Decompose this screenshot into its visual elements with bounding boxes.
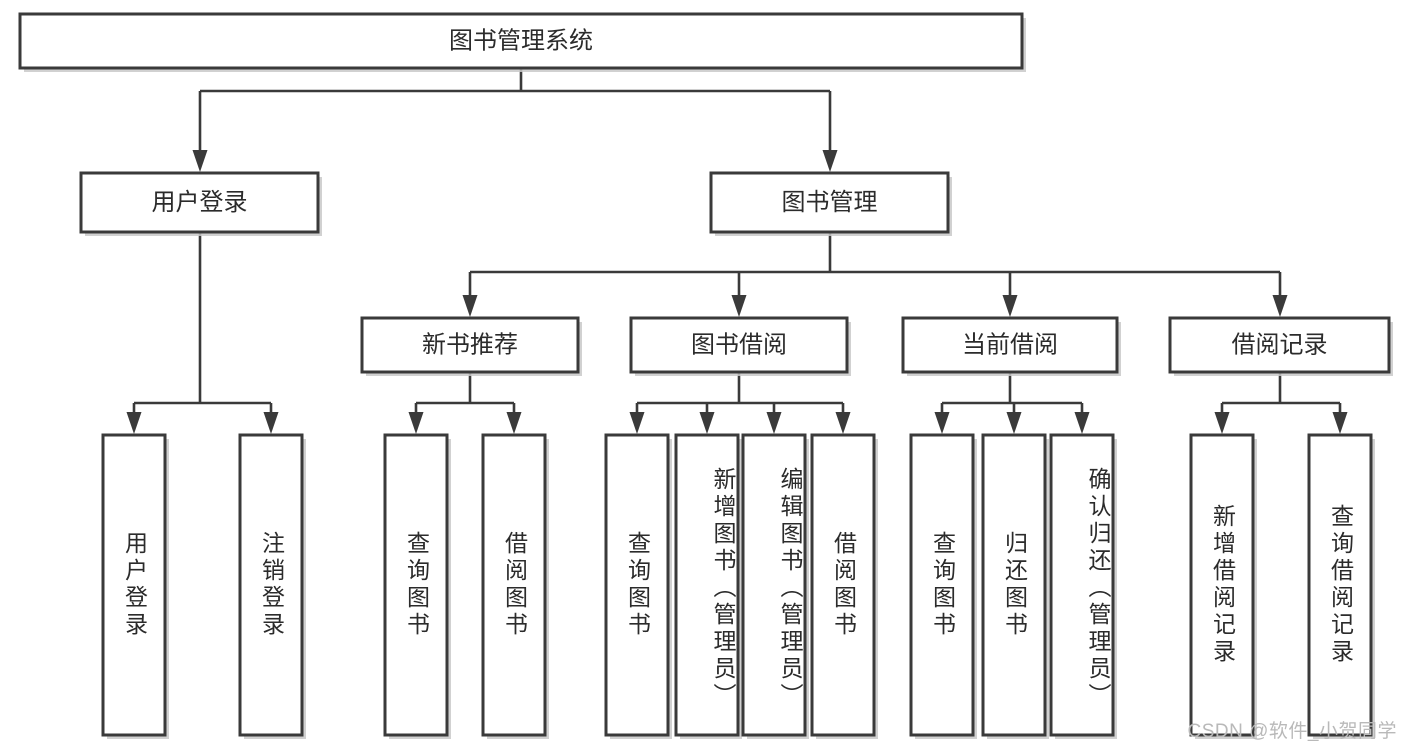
node-label: 图书管理 — [782, 189, 878, 216]
node-leaf-query-book-rec[interactable] — [383, 433, 451, 739]
node-label: 图书借阅 — [691, 331, 787, 358]
node-root[interactable] — [18, 12, 1026, 72]
node-leaf-query-record[interactable] — [1307, 433, 1375, 739]
node-leaf-add-book[interactable] — [674, 433, 742, 739]
connector-group-book-manage — [462, 232, 1288, 317]
node-label: 图书管理系统 — [449, 27, 593, 54]
connector-group-borrow-record — [1214, 372, 1348, 434]
node-user-login[interactable] — [79, 171, 322, 236]
node-leaf-add-record[interactable] — [1189, 433, 1257, 739]
node-current-borrow[interactable] — [901, 316, 1121, 376]
node-label: 借阅记录 — [1232, 331, 1328, 358]
node-leaf-borrow-book-rec[interactable] — [481, 433, 549, 739]
node-book-manage[interactable] — [709, 171, 952, 236]
connector-group-root — [192, 68, 838, 172]
watermark-text: CSDN @软件_小贺同学 — [1187, 721, 1397, 742]
node-leaf-query-book[interactable] — [604, 433, 672, 739]
node-leaf-query-book-cur[interactable] — [909, 433, 977, 739]
node-leaf-confirm-return[interactable] — [1049, 433, 1117, 739]
node-label: 新书推荐 — [422, 331, 518, 358]
node-borrow-record[interactable] — [1168, 316, 1393, 376]
connector-group-current-borrow — [934, 372, 1090, 434]
node-new-book-rec[interactable] — [360, 316, 582, 376]
connector-group-user-login — [126, 232, 279, 434]
node-label: 当前借阅 — [962, 331, 1058, 358]
node-leaf-return-book[interactable] — [981, 433, 1049, 739]
node-leaf-edit-book[interactable] — [741, 433, 809, 739]
node-book-borrow[interactable] — [629, 316, 851, 376]
connector-group-new-book-rec — [408, 372, 522, 434]
node-leaf-logout[interactable] — [238, 433, 306, 739]
node-leaf-borrow-book[interactable] — [810, 433, 878, 739]
connector-group-book-borrow — [629, 372, 851, 434]
node-leaf-user-login[interactable] — [101, 433, 169, 739]
node-label: 用户登录 — [152, 189, 248, 216]
